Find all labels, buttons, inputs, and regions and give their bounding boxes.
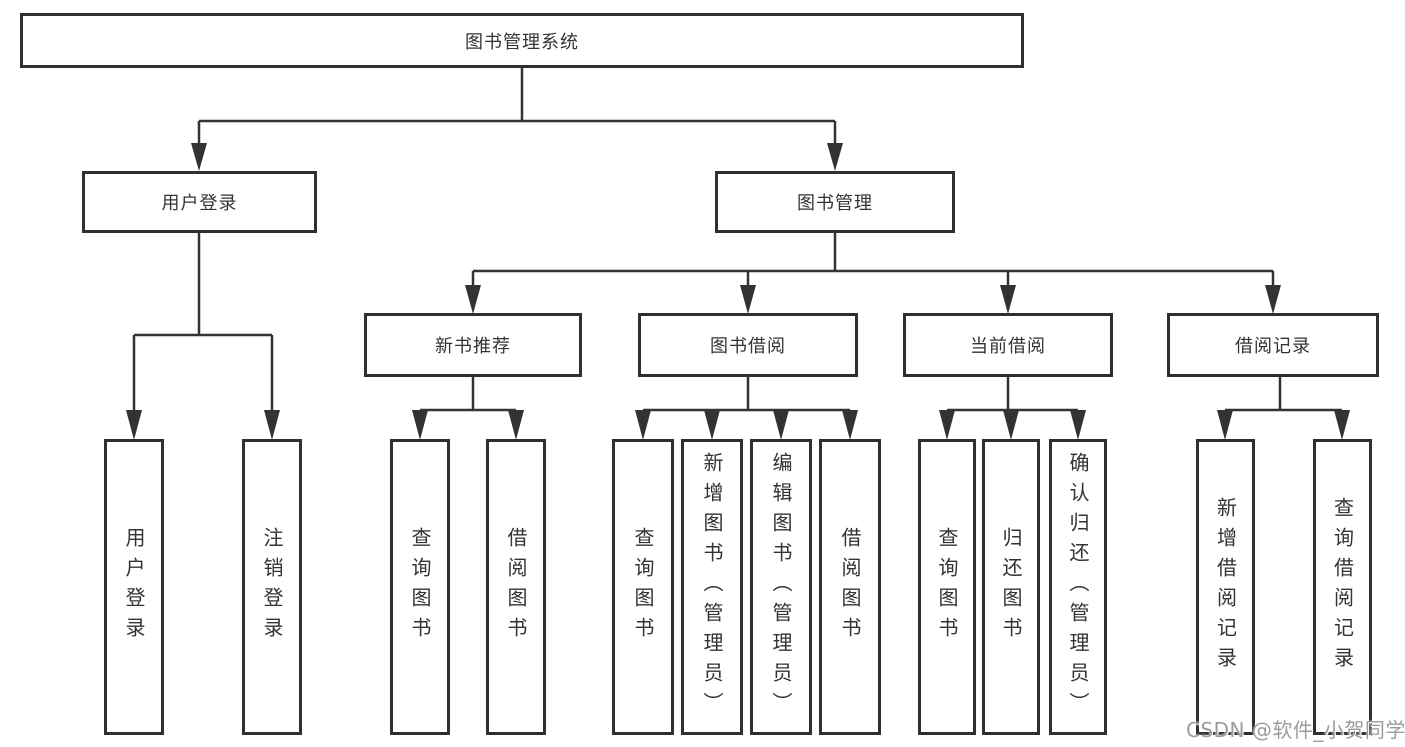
leaf-borrow-edit: 编辑图书（管理员） — [750, 439, 812, 735]
connector-user-login — [132, 233, 274, 412]
node-book-borrow: 图书借阅 — [638, 313, 858, 377]
connector-borrow-records — [1225, 377, 1342, 412]
leaf-logout: 注销登录 — [242, 439, 302, 735]
leaf-records-add-label: 新增借阅记录 — [1213, 497, 1238, 677]
leaf-records-query-label: 查询借阅记录 — [1330, 497, 1355, 677]
node-book-management-label: 图书管理 — [797, 193, 873, 214]
leaf-current-confirm: 确认归还（管理员） — [1049, 439, 1107, 735]
leaf-borrow-add-label: 新增图书（管理员） — [700, 452, 724, 722]
leaf-borrow-add: 新增图书（管理员） — [681, 439, 743, 735]
leaf-current-query-label: 查询图书 — [935, 527, 959, 647]
node-book-borrow-label: 图书借阅 — [710, 336, 786, 357]
connector-new-book-recommend — [420, 377, 516, 412]
node-root-label: 图书管理系统 — [465, 31, 579, 53]
leaf-logout-label: 注销登录 — [260, 527, 284, 647]
connector-book-borrow — [643, 377, 850, 412]
leaf-user-login-label: 用户登录 — [122, 527, 146, 647]
leaf-borrow-query: 查询图书 — [612, 439, 674, 735]
node-user-login: 用户登录 — [82, 171, 317, 233]
node-borrow-records-label: 借阅记录 — [1235, 336, 1311, 357]
node-root: 图书管理系统 — [20, 13, 1024, 68]
leaf-borrow-borrow: 借阅图书 — [819, 439, 881, 735]
leaf-current-query: 查询图书 — [918, 439, 976, 735]
leaf-current-confirm-label: 确认归还（管理员） — [1066, 452, 1090, 722]
watermark: CSDN @软件_小贺同学 — [1186, 718, 1405, 742]
leaf-newbooks-query-label: 查询图书 — [408, 527, 432, 647]
leaf-newbooks-query: 查询图书 — [390, 439, 450, 735]
leaf-records-add: 新增借阅记录 — [1196, 439, 1255, 735]
connector-root — [197, 68, 837, 145]
leaf-newbooks-borrow: 借阅图书 — [486, 439, 546, 735]
leaf-borrow-edit-label: 编辑图书（管理员） — [769, 452, 793, 722]
node-current-borrow-label: 当前借阅 — [970, 336, 1046, 357]
node-current-borrow: 当前借阅 — [903, 313, 1113, 377]
node-borrow-records: 借阅记录 — [1167, 313, 1379, 377]
leaf-user-login: 用户登录 — [104, 439, 164, 735]
leaf-current-return-label: 归还图书 — [999, 527, 1023, 647]
arrowheads — [126, 143, 1350, 440]
node-user-login-label: 用户登录 — [161, 193, 238, 214]
leaf-borrow-borrow-label: 借阅图书 — [838, 527, 862, 647]
connector-book-management — [471, 233, 1275, 287]
connector-current-borrow — [947, 377, 1078, 412]
node-new-book-recommend: 新书推荐 — [364, 313, 582, 377]
leaf-current-return: 归还图书 — [982, 439, 1040, 735]
node-new-book-recommend-label: 新书推荐 — [435, 336, 511, 357]
node-book-management: 图书管理 — [715, 171, 955, 233]
leaf-newbooks-borrow-label: 借阅图书 — [504, 527, 528, 647]
leaf-records-query: 查询借阅记录 — [1313, 439, 1372, 735]
leaf-borrow-query-label: 查询图书 — [631, 527, 655, 647]
